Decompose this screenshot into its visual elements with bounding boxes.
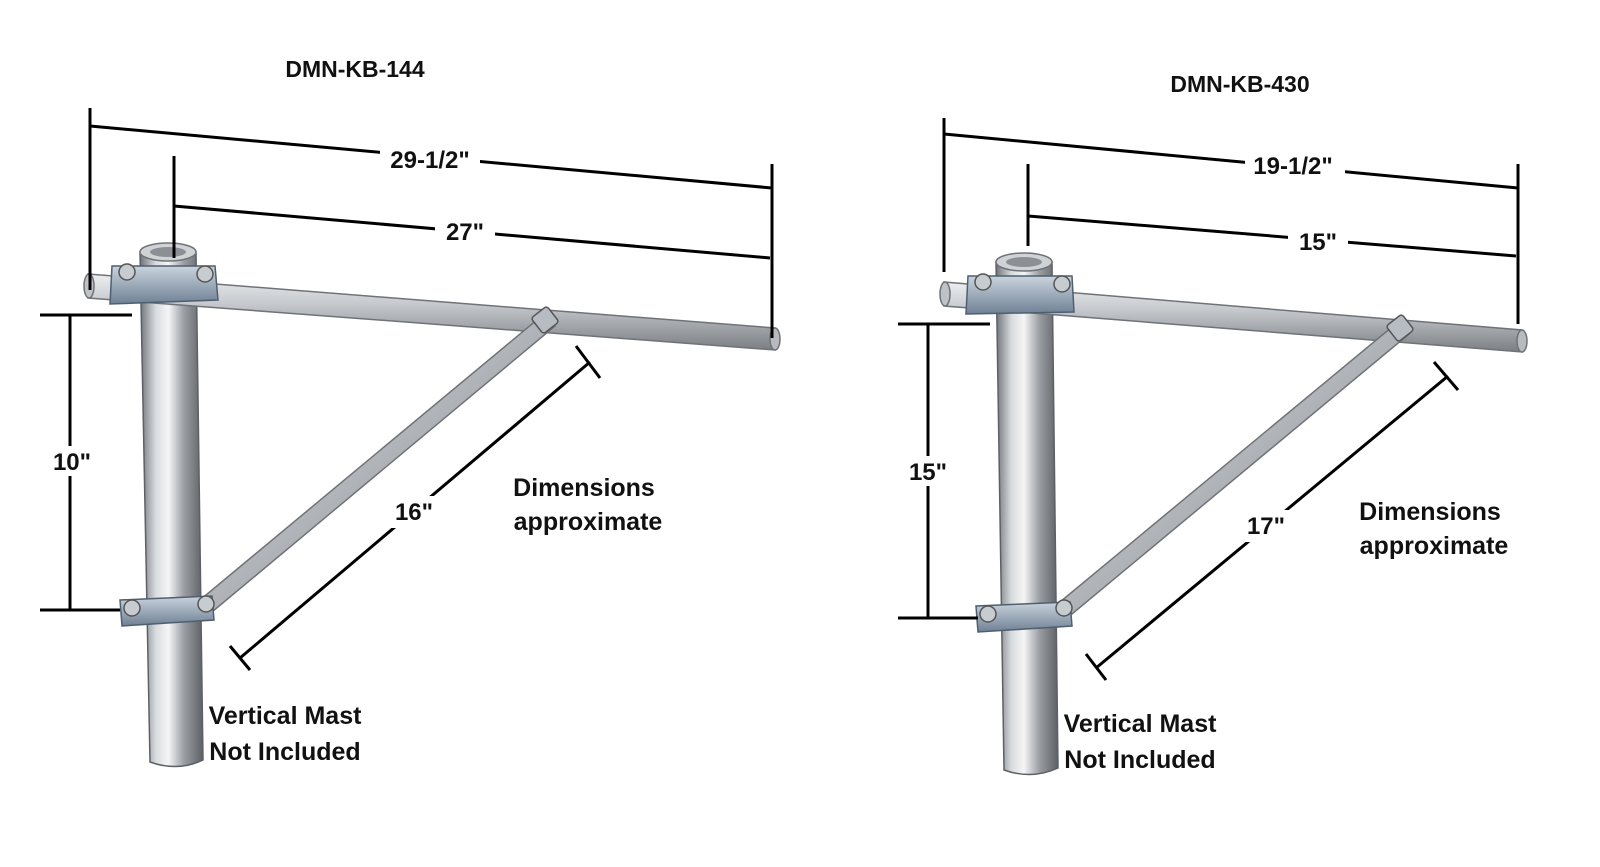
labels-right: DMN-KB-430 19-1/2" 15" 15" 17" Dimension… xyxy=(904,71,1508,774)
mast-bore-right xyxy=(1006,257,1042,267)
brace-label-bg-right xyxy=(1240,510,1292,542)
dim-left-brace-start-tick xyxy=(228,645,252,671)
bracket-right: DMN-KB-430 19-1/2" 15" 15" 17" Dimension… xyxy=(898,71,1528,776)
wingnut-left-a xyxy=(118,263,136,281)
arm-label-bg-left xyxy=(435,218,495,248)
vertical-spacing-left: 10" xyxy=(53,449,91,476)
arm-length-left: 27" xyxy=(446,219,484,246)
mast-note-line2-right: Not Included xyxy=(1064,746,1215,774)
overall-length-left: 29-1/2" xyxy=(390,147,469,174)
dim-right-brace-start-tick xyxy=(1084,653,1108,681)
lower-bolt-left xyxy=(123,599,141,617)
note-line1-left: Dimensions xyxy=(513,474,655,502)
note-line1-right: Dimensions xyxy=(1359,498,1501,526)
wingnut-left-b xyxy=(196,265,214,283)
top-clamp-right xyxy=(965,275,1075,315)
overall-label-bg-right xyxy=(1245,150,1345,180)
lower-clamp-right xyxy=(975,601,1073,633)
dim-right-arm-line xyxy=(1027,214,1517,258)
dimension-lines-right xyxy=(898,118,1520,681)
brace-bottom-fitting-left xyxy=(197,595,215,613)
brace-bottom-fitting-right xyxy=(1055,599,1073,617)
mast-note-line1-right: Vertical Mast xyxy=(1064,710,1218,738)
wingnut-right-a xyxy=(974,273,992,291)
arm-length-right: 15" xyxy=(1299,229,1337,256)
mast-note-line1-left: Vertical Mast xyxy=(209,702,363,730)
mast-left xyxy=(139,251,204,768)
hardware-right xyxy=(939,252,1528,776)
brace-left xyxy=(198,312,557,614)
bracket-left: DMN-KB-144 29-1/2" 27" 10" 16" Dimension… xyxy=(40,56,781,768)
overall-label-bg-left xyxy=(380,144,480,174)
vertical-spacing-right: 15" xyxy=(909,459,947,486)
model-title-left: DMN-KB-144 xyxy=(285,56,425,82)
wingnut-right-b xyxy=(1053,275,1071,293)
brace-right xyxy=(1058,320,1411,616)
mast-bore-left xyxy=(150,247,186,257)
mast-right xyxy=(995,261,1059,776)
dim-right-overall-line xyxy=(943,132,1519,190)
brace-length-left: 16" xyxy=(395,499,433,526)
top-clamp-left xyxy=(109,265,219,305)
arm-end-right xyxy=(1516,329,1528,353)
brace-label-bg-left xyxy=(388,496,440,528)
model-title-right: DMN-KB-430 xyxy=(1170,71,1309,97)
brace-top-fitting-right xyxy=(1386,314,1414,342)
note-line2-left: approximate xyxy=(514,508,663,536)
vertical-label-bg-left xyxy=(46,446,96,476)
note-line2-right: approximate xyxy=(1360,532,1509,560)
arm-label-bg-right xyxy=(1288,228,1348,258)
lower-clamp-left xyxy=(119,595,215,627)
mast-note-line2-left: Not Included xyxy=(209,738,360,766)
dim-left-brace-end-tick xyxy=(574,345,602,379)
brace-top-fitting-left xyxy=(531,306,559,334)
dim-right-brace-end-tick xyxy=(1432,361,1460,391)
lower-bolt-right xyxy=(979,605,997,623)
labels-left: DMN-KB-144 29-1/2" 27" 10" 16" Dimension… xyxy=(46,56,662,766)
arm-start-right xyxy=(939,281,951,307)
brace-length-right: 17" xyxy=(1247,513,1285,540)
overall-length-right: 19-1/2" xyxy=(1253,153,1332,180)
vertical-label-bg-right xyxy=(904,456,954,486)
